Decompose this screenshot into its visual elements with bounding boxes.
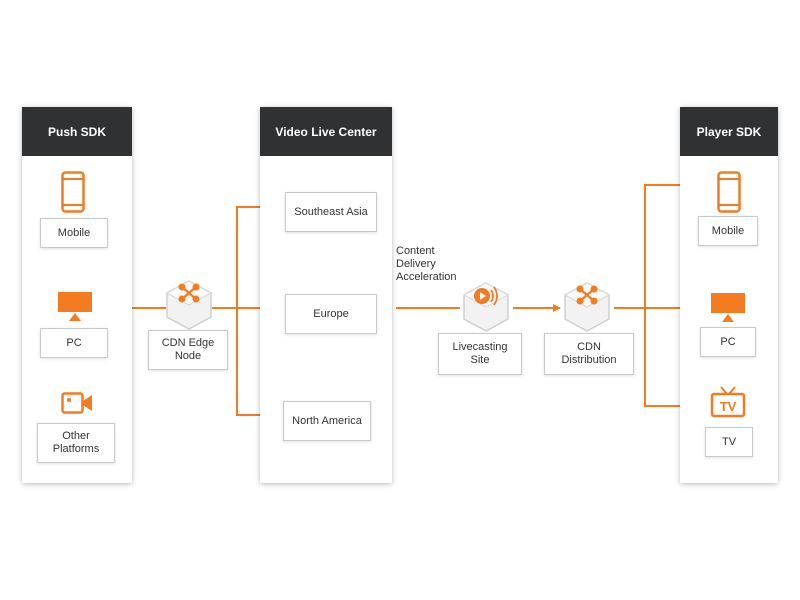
push-pc-label: PC (40, 328, 108, 358)
cdn-distribution-label: CDN Distribution (544, 333, 634, 375)
tv-icon-text: TV (720, 399, 737, 414)
cdn-edge-node-label: CDN Edge Node (148, 330, 228, 370)
video-live-center-header: Video Live Center (260, 107, 392, 156)
push-mobile-label: Mobile (40, 218, 108, 248)
region-north-america: North America (283, 401, 371, 441)
push-other-platforms-label: Other Platforms (37, 423, 115, 463)
video-camera-icon (61, 391, 93, 415)
player-mobile-label: Mobile (698, 216, 758, 246)
live-stream-icon (458, 280, 514, 334)
push-sdk-panel: Push SDK (22, 107, 132, 483)
player-sdk-header: Player SDK (680, 107, 778, 156)
content-delivery-acceleration-label: Content Delivery Acceleration (396, 245, 457, 283)
cdn-edge-node-icon (162, 278, 216, 332)
livecasting-site-label: Livecasting Site (438, 333, 522, 375)
push-sdk-header: Push SDK (22, 107, 132, 156)
player-tv-label: TV (705, 427, 753, 457)
region-southeast-asia: Southeast Asia (285, 192, 377, 232)
region-europe: Europe (285, 294, 377, 334)
monitor-icon (710, 292, 746, 322)
monitor-icon (57, 291, 93, 321)
cdn-distribution-icon (560, 280, 614, 334)
tv-icon: TV (710, 385, 746, 419)
player-pc-label: PC (700, 327, 756, 357)
smartphone-icon (61, 171, 85, 213)
smartphone-icon (717, 171, 741, 213)
